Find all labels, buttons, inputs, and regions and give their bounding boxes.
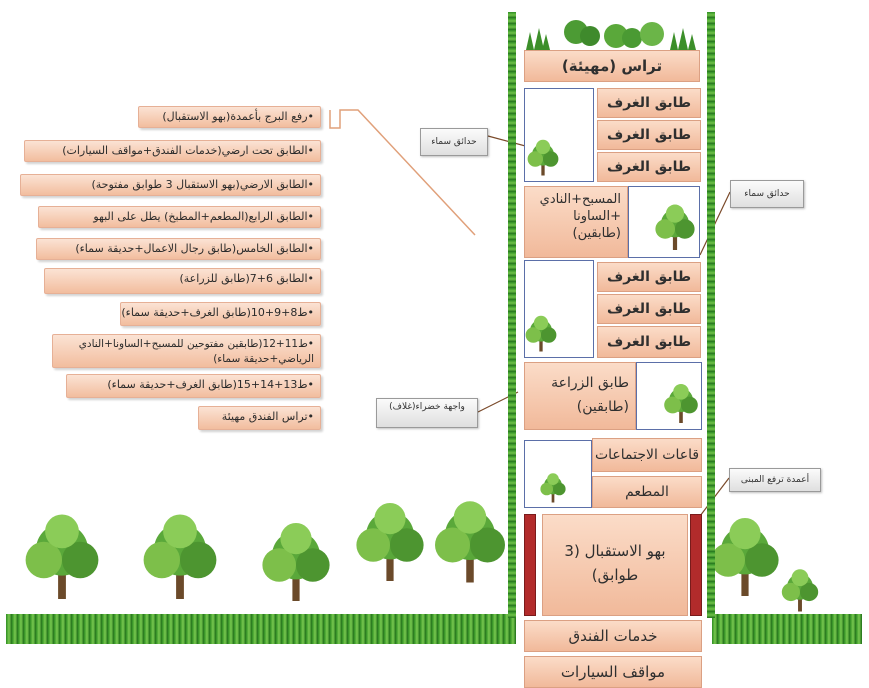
ground-grass-right (712, 614, 862, 644)
callout-sky-garden-left: حدائق سماء (420, 128, 488, 156)
ground-grass-left (6, 614, 516, 644)
rooms-floor-1: طابق الغرف (597, 88, 701, 118)
agriculture-floor: طابق الزراعة (طابقين) (524, 362, 636, 430)
rooms-floor-6: طابق الغرف (597, 326, 701, 358)
rooms-floor-4: طابق الغرف (597, 262, 701, 292)
terrace-floor: تراس (مهيئة) (524, 50, 700, 82)
callout-sky-garden-right: حدائق سماء (730, 180, 804, 208)
sky-garden-window-2 (628, 186, 700, 258)
rooms-floor-3: طابق الغرف (597, 152, 701, 182)
restaurant-floor: المطعم (592, 476, 702, 508)
sky-garden-window-4 (636, 362, 702, 430)
label-1: •رفع البرج بأعمدة(بهو الاستقبال) (138, 106, 321, 128)
label-5: •الطابق الخامس(طابق رجال الاعمال+حديقة س… (36, 238, 321, 260)
callout-columns: أعمدة ترفع المبنى (729, 468, 821, 492)
meeting-rooms-floor: قاعات الاجتماعات (592, 438, 702, 472)
column-right (690, 514, 702, 616)
hotel-services-floor: خدمات الفندق (524, 620, 702, 652)
rooms-floor-5: طابق الغرف (597, 294, 701, 324)
label-4: •الطابق الرابع(المطعم+المطبخ) يطل على ال… (38, 206, 321, 228)
sky-garden-window-3 (524, 260, 594, 358)
label-2: •الطابق تحت ارضي(خدمات الفندق+مواقف السي… (24, 140, 321, 162)
green-facade-left (508, 12, 516, 618)
green-facade-right (707, 12, 715, 618)
column-left (524, 514, 536, 616)
pool-club-floor: المسبح+النادي +الساونا (طابقين) (524, 186, 628, 258)
lobby-floor: بهو الاستقبال (3 طوابق) (542, 514, 688, 616)
label-7: •ط8+9+10(طابق الغرف+حديقة سماء) (120, 302, 321, 326)
rooms-floor-2: طابق الغرف (597, 120, 701, 150)
callout-green-facade: واجهة خضراء(غلاف) (376, 398, 478, 428)
label-8: •ط11+12(طابقين مفتوحين للمسبح+الساونا+ال… (52, 334, 321, 368)
sky-garden-window-1 (524, 88, 594, 182)
label-6: •الطابق 6+7(طابق للزراعة) (44, 268, 321, 294)
roof-plants (526, 20, 696, 50)
sky-garden-window-5 (524, 440, 592, 508)
label-3: •الطابق الارضي(بهو الاستقبال 3 طوابق مفت… (20, 174, 321, 196)
parking-floor: مواقف السيارات (524, 656, 702, 688)
label-10: •تراس الفندق مهيئة (198, 406, 321, 430)
label-9: •ط13+14+15(طابق الغرف+حديقة سماء) (66, 374, 321, 398)
